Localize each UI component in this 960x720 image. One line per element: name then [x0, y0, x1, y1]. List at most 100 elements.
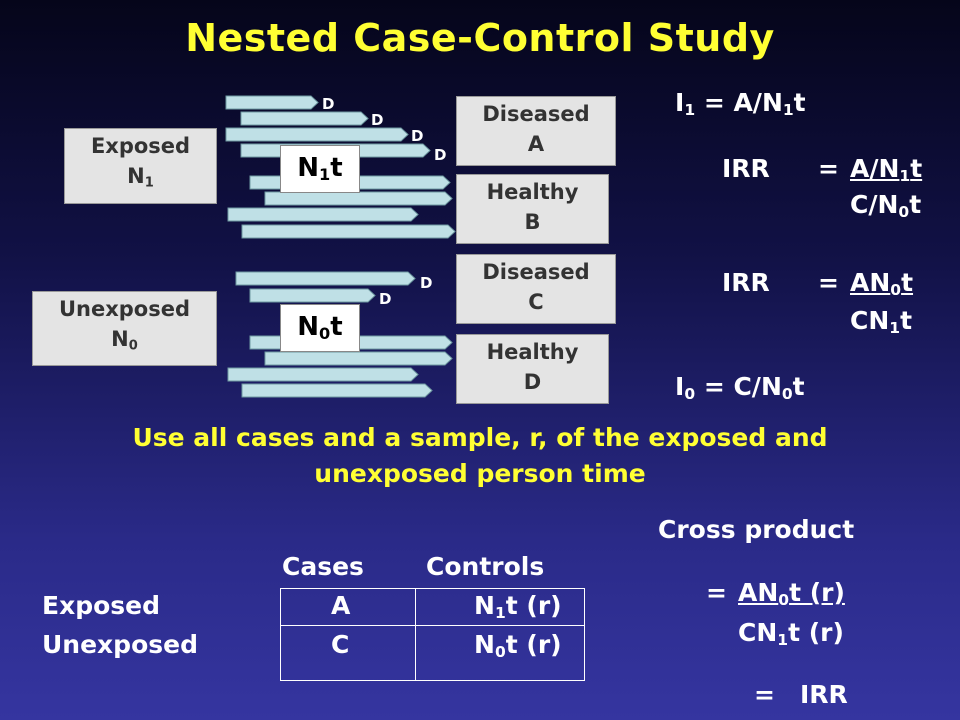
eq-sub: 1: [777, 630, 789, 649]
outcome-letter: D: [523, 370, 542, 394]
outcome-label: Healthy: [486, 180, 579, 204]
unexposed-box: Unexposed N0: [32, 291, 217, 366]
eq-rhs: = A/N: [695, 88, 783, 117]
cross-product-numerator: AN0t (r): [738, 578, 845, 609]
eq-part: t: [910, 154, 923, 183]
cross-product-heading: Cross product: [658, 515, 855, 544]
outcome-label: Diseased: [482, 102, 590, 126]
outcome-letter: B: [524, 210, 541, 234]
eq-part: A/N: [850, 154, 900, 183]
person-time-arrow: [235, 271, 416, 286]
outcome-diseased-a: Diseased A: [456, 96, 616, 166]
outcome-healthy-d: Healthy D: [456, 334, 609, 404]
eq-sub: 0: [890, 280, 902, 299]
person-time-arrow: [264, 191, 453, 206]
incidence-unexposed: I0 = C/N0t: [675, 372, 805, 403]
cell-part: N: [474, 630, 495, 659]
table-top-line: [280, 588, 585, 589]
person-time-arrow: [227, 367, 419, 382]
irr-denominator-2: CN1t: [850, 306, 912, 337]
unexposed-sub: 0: [128, 338, 138, 354]
person-time-arrow: [225, 95, 319, 110]
exposed-var: N: [127, 164, 145, 188]
row-label-unexposed: Unexposed: [42, 630, 198, 659]
pt-var: N: [297, 153, 320, 183]
eq-part: t: [901, 268, 914, 297]
outcome-label: Diseased: [482, 260, 590, 284]
sampling-note-line: Use all cases and a sample, r, of the ex…: [132, 423, 828, 452]
unexposed-person-time-box: N0t: [280, 304, 360, 352]
pt-sub: 0: [319, 324, 331, 344]
irr-equals-1: =: [818, 154, 839, 183]
unexposed-var: N: [111, 327, 129, 351]
outcome-label: Healthy: [486, 340, 579, 364]
outcome-letter: C: [528, 290, 544, 314]
cell-part: t (r): [505, 591, 562, 620]
col-header-controls: Controls: [426, 552, 545, 581]
person-time-arrow: [264, 351, 453, 366]
eq-sub: 1: [684, 100, 696, 119]
outcome-healthy-b: Healthy B: [456, 174, 609, 244]
irr-numerator-2: AN0t: [850, 268, 913, 299]
cell-controls-unexposed: N0t (r): [474, 630, 562, 661]
outcome-letter: A: [527, 132, 545, 156]
eq-part: t (r): [789, 578, 845, 607]
eq-rhs: t: [792, 372, 805, 401]
pt-var: N: [297, 312, 320, 342]
table-left-line: [280, 588, 281, 681]
sampling-note-line: unexposed person time: [314, 459, 646, 488]
event-label-d: D: [322, 95, 335, 113]
irr-denominator-1: C/N0t: [850, 190, 921, 221]
cell-part: t (r): [505, 630, 562, 659]
eq-sub: 0: [684, 384, 696, 403]
table-mid-line: [415, 588, 416, 681]
eq-sub: 0: [778, 590, 790, 609]
eq-part: t (r): [788, 618, 844, 647]
page-title: Nested Case-Control Study: [185, 16, 775, 60]
eq-part: CN: [738, 618, 778, 647]
incidence-exposed: I1 = A/N1t: [675, 88, 806, 119]
irr-numerator-1: A/N1t: [850, 154, 922, 185]
eq-lhs: I: [675, 372, 685, 401]
cell-part: N: [474, 591, 495, 620]
cross-product-equals: =: [706, 578, 727, 607]
irr-label-2: IRR: [722, 268, 770, 297]
event-label-d: D: [420, 274, 433, 292]
person-time-arrow: [249, 288, 376, 303]
cell-controls-exposed: N1t (r): [474, 591, 562, 622]
person-time-arrow: [240, 111, 369, 126]
unexposed-label: Unexposed: [58, 297, 191, 321]
eq-lhs: I: [675, 88, 685, 117]
event-label-d: D: [411, 127, 424, 145]
table-right-line: [584, 588, 585, 681]
eq-sub: 1: [899, 166, 911, 185]
exposed-box: Exposed N1: [64, 128, 217, 204]
exposed-sub: 1: [144, 175, 154, 191]
eq-sub: 0: [898, 202, 910, 221]
exposed-label: Exposed: [90, 134, 191, 158]
person-time-arrow: [241, 383, 433, 398]
eq-part: CN: [850, 306, 890, 335]
cell-sub: 1: [494, 603, 506, 622]
eq-rhs: = C/N: [695, 372, 782, 401]
eq-part: t: [909, 190, 922, 219]
person-time-arrow: [227, 207, 419, 222]
col-header-cases: Cases: [282, 552, 364, 581]
eq-sub: 1: [889, 318, 901, 337]
outcome-diseased-c: Diseased C: [456, 254, 616, 324]
cell-sub: 0: [494, 642, 506, 661]
pt-sub: 1: [319, 165, 331, 185]
eq-part: AN: [738, 578, 779, 607]
eq-part: AN: [850, 268, 891, 297]
eq-sub: 0: [781, 384, 793, 403]
eq-part: t: [900, 306, 913, 335]
irr-label-1: IRR: [722, 154, 770, 183]
eq-sub: 1: [782, 100, 794, 119]
person-time-arrow: [241, 224, 456, 239]
cell-cases-exposed: A: [331, 591, 351, 620]
event-label-d: D: [434, 146, 447, 164]
exposed-person-time-box: N1t: [280, 145, 360, 193]
eq-part: C/N: [850, 190, 899, 219]
table-row-line: [280, 625, 585, 626]
pt-suffix: t: [330, 312, 343, 342]
